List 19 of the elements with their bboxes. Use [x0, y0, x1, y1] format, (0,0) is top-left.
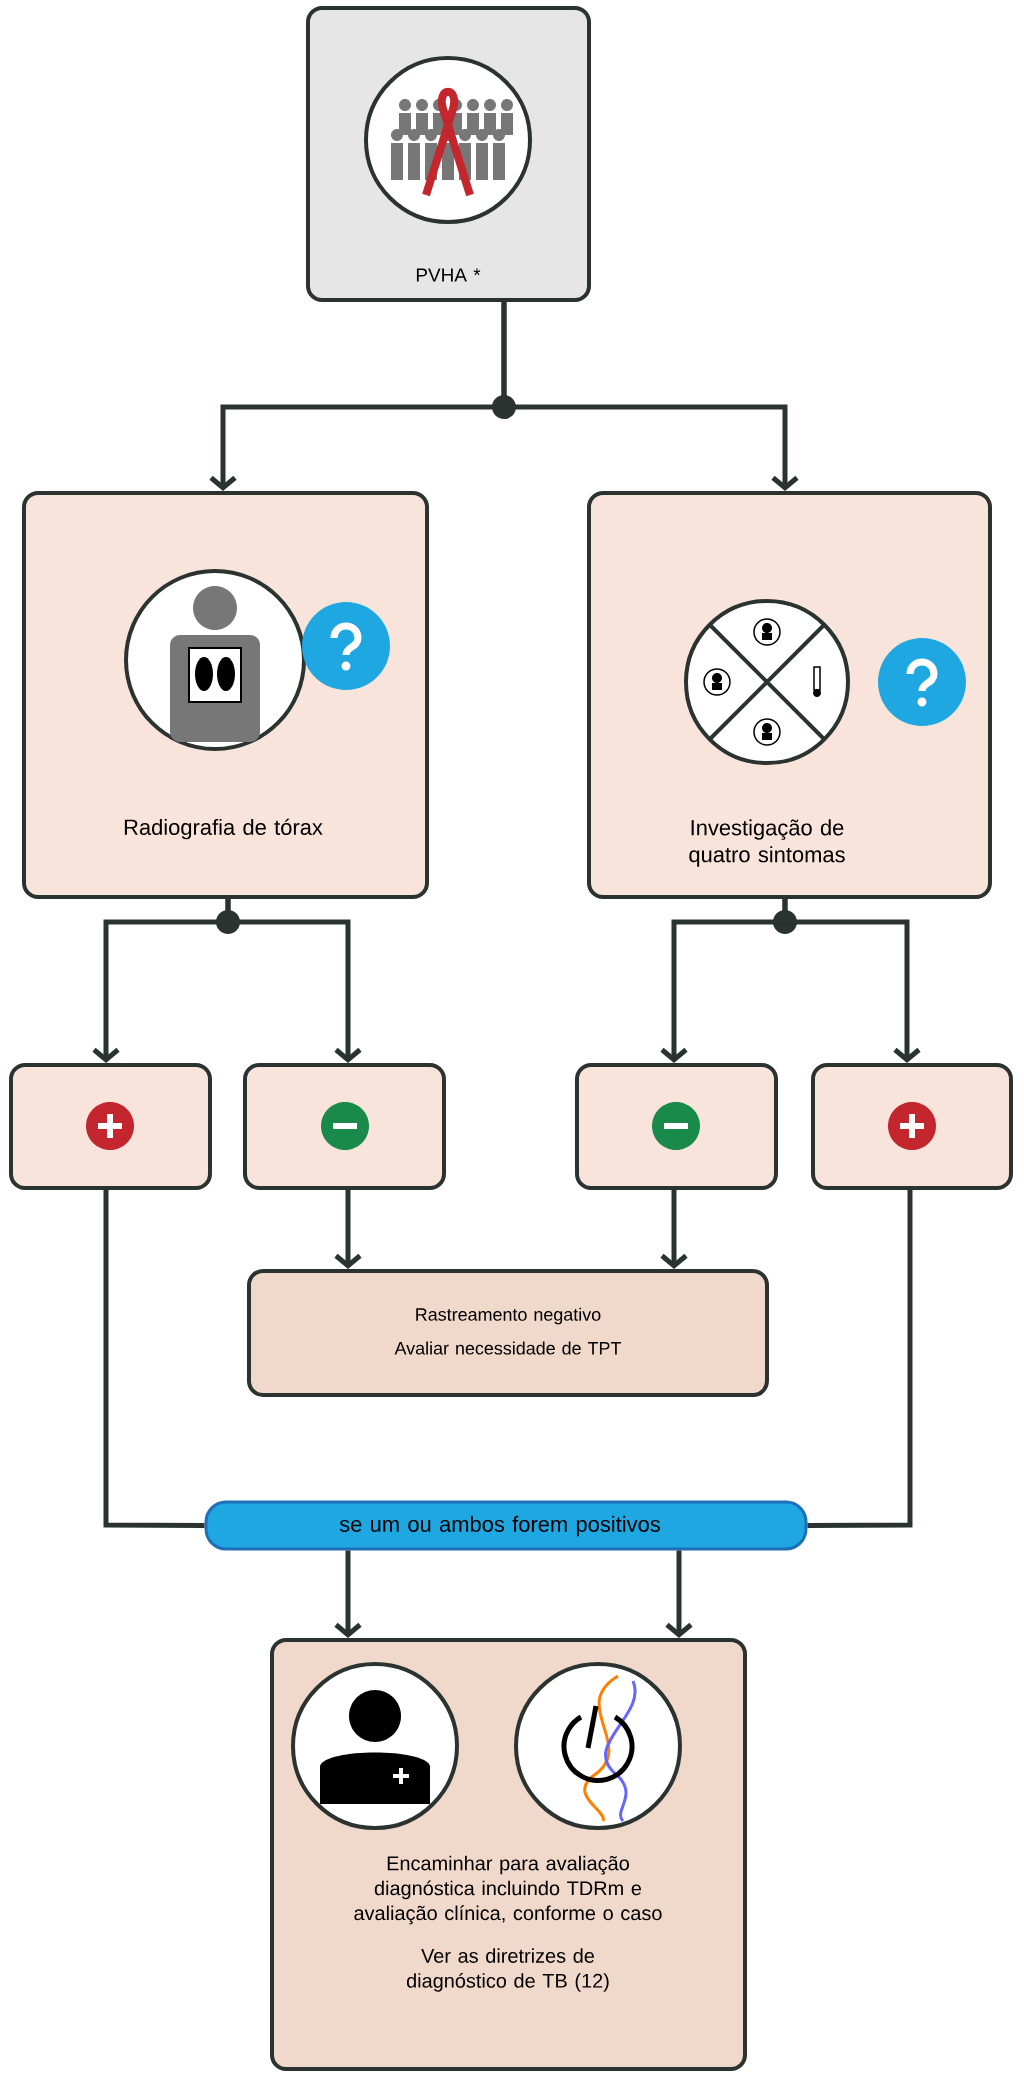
result-box — [575, 1063, 778, 1190]
result-box — [9, 1063, 212, 1190]
process-box: Investigação de quatro sintomas — [587, 491, 992, 899]
arrow — [334, 1190, 362, 1269]
process-box: Radiografia de tórax — [22, 491, 429, 899]
arrow — [665, 1550, 693, 1638]
arrow — [225, 899, 362, 1063]
process-box: PVHA * — [306, 6, 591, 302]
connector-line — [807, 1190, 913, 1528]
process-box: Rastreamento negativo Avaliar necessidade de TPT — [247, 1269, 769, 1397]
connector-line — [103, 1190, 205, 1528]
result-box — [243, 1063, 446, 1190]
condition-band: se um ou ambos forem positivos — [204, 1500, 808, 1551]
arrow — [334, 1550, 362, 1638]
process-box: Encaminhar para avaliação diagnóstica incluindo TDRm e avaliação clínica, conforme o caso Ver as diretrizes de diagnóstico de TB (12) — [270, 1638, 747, 2071]
arrow — [660, 1190, 688, 1269]
arrow — [501, 302, 799, 491]
result-box — [811, 1063, 1013, 1190]
arrow — [782, 899, 921, 1063]
